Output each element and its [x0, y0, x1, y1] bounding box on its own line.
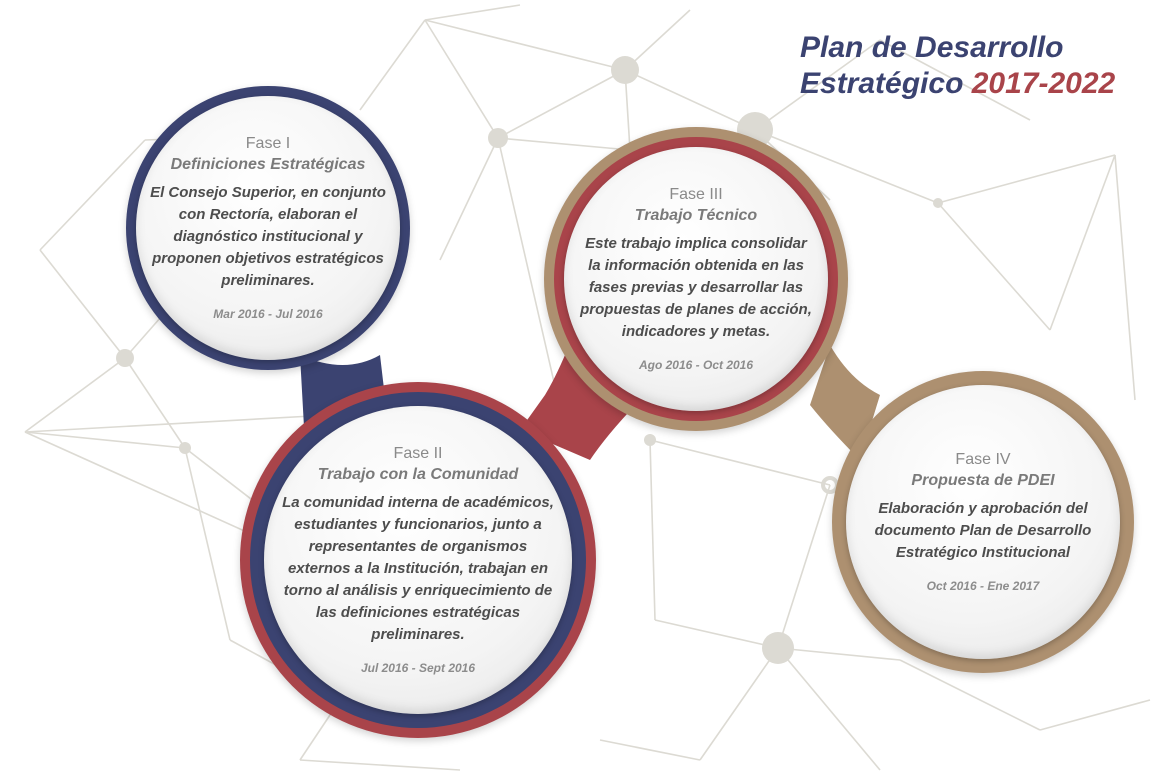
phase-content: Fase IV Propuesta de PDEI Elaboración y …	[846, 385, 1120, 659]
phase-name: Trabajo con la Comunidad	[317, 466, 519, 483]
phase-dates: Ago 2016 - Oct 2016	[638, 358, 754, 372]
phase-content: Fase III Trabajo Técnico Este trabajo im…	[564, 147, 828, 411]
title-line-2: Estratégico 2017-2022	[800, 66, 1140, 102]
phase-dates: Oct 2016 - Ene 2017	[926, 579, 1040, 593]
connector-fase-2-3	[520, 330, 650, 460]
phase-number: Fase IV	[955, 451, 1011, 468]
phase-description: La comunidad interna de académicos, estu…	[282, 494, 554, 643]
title-line-1: Plan de Desarrollo	[800, 31, 1064, 64]
title-line-2-text: Estratégico	[800, 67, 964, 100]
phase-name: Propuesta de PDEI	[911, 472, 1055, 489]
phase-content: Fase II Trabajo con la Comunidad La comu…	[264, 406, 572, 714]
phase-circle-fase-4: Fase IV Propuesta de PDEI Elaboración y …	[832, 371, 1134, 673]
phase-circle-fase-2: Fase II Trabajo con la Comunidad La comu…	[240, 382, 596, 738]
phase-name: Trabajo Técnico	[634, 207, 758, 224]
phase-circle-fase-3: Fase III Trabajo Técnico Este trabajo im…	[544, 127, 848, 431]
phase-description: Este trabajo implica consolidar la infor…	[580, 235, 812, 340]
page-title: Plan de Desarrollo Estratégico 2017-2022	[800, 30, 1140, 102]
title-years: 2017-2022	[971, 67, 1116, 100]
phase-number: Fase II	[393, 445, 443, 462]
phase-name: Definiciones Estratégicas	[170, 156, 366, 173]
phase-number: Fase III	[669, 186, 723, 203]
phase-circle-fase-1: Fase I Definiciones Estratégicas El Cons…	[126, 86, 410, 370]
phase-description: El Consejo Superior, en conjunto con Rec…	[150, 184, 386, 289]
network-nodes	[116, 56, 943, 664]
phase-content: Fase I Definiciones Estratégicas El Cons…	[136, 96, 400, 360]
phase-number: Fase I	[245, 135, 291, 152]
phase-dates: Mar 2016 - Jul 2016	[213, 307, 323, 321]
phase-dates: Jul 2016 - Sept 2016	[360, 661, 476, 675]
phase-description: Elaboración y aprobación del documento P…	[874, 500, 1092, 561]
